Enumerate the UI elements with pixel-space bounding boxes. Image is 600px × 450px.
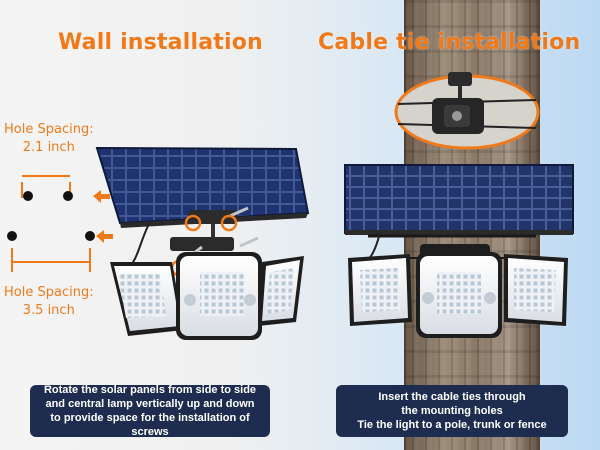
cable-tie-installation-caption: Insert the cable ties through the mounti… <box>336 385 568 437</box>
hole-spacing-large-title: Hole Spacing: <box>4 285 94 300</box>
hole-spacing-large-diagram <box>7 231 95 272</box>
cable-tie-installation-heading: Cable tie installation <box>318 30 581 55</box>
hole-spacing-small-value: 2.1 inch <box>22 140 75 155</box>
hole-spacing-small-label: Hole Spacing: 2.1 inch <box>4 121 94 157</box>
hole-spacing-small-title: Hole Spacing: <box>4 122 94 137</box>
wall-light-heads <box>110 252 304 340</box>
caption-line: and central lamp vertically up and down <box>45 398 255 410</box>
cable-light-heads <box>348 244 568 338</box>
hole-spacing-small-diagram <box>21 175 73 201</box>
caption-line: Insert the cable ties through <box>378 391 526 403</box>
wall-installation-caption: Rotate the solar panels from side to sid… <box>30 384 270 438</box>
mounting-hole-zoom-inset <box>394 72 540 150</box>
arrow-icon <box>93 190 113 243</box>
caption-line: to provide space for the installation of… <box>50 412 250 438</box>
hole-spacing-large-label: Hole Spacing: 3.5 inch <box>4 284 94 320</box>
caption-line: Rotate the solar panels from side to sid… <box>43 384 257 396</box>
wall-installation-heading: Wall installation <box>58 30 263 55</box>
cable-solar-panel <box>344 164 574 235</box>
caption-line: the mounting holes <box>401 405 503 417</box>
caption-line: Tie the light to a pole, trunk or fence <box>357 419 547 431</box>
hole-spacing-large-value: 3.5 inch <box>22 303 75 318</box>
